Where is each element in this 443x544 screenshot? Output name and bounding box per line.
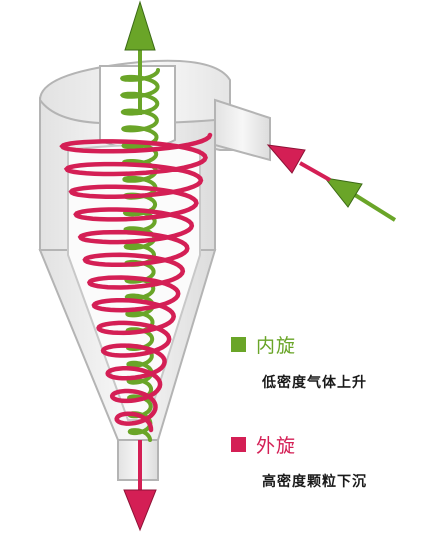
legend-outer: 外旋 [231,431,296,458]
down-arrow-icon [123,440,157,532]
outer-vortex-spiral [59,132,213,433]
inlet-arrow-icon [266,144,397,222]
legend-inner-title: 内旋 [256,335,297,357]
legend-inner-swatch [231,337,246,352]
inlet-duct [214,98,271,162]
up-arrow-icon [124,0,156,115]
legend-outer-description: 高密度颗粒下沉 [262,474,367,490]
legend-inner: 内旋 [231,331,296,358]
legend-outer-swatch [231,437,246,452]
legend-outer-title: 外旋 [256,435,297,457]
legend-inner-description: 低密度气体上升 [262,375,367,391]
inner-vortex-spiral [119,68,160,442]
